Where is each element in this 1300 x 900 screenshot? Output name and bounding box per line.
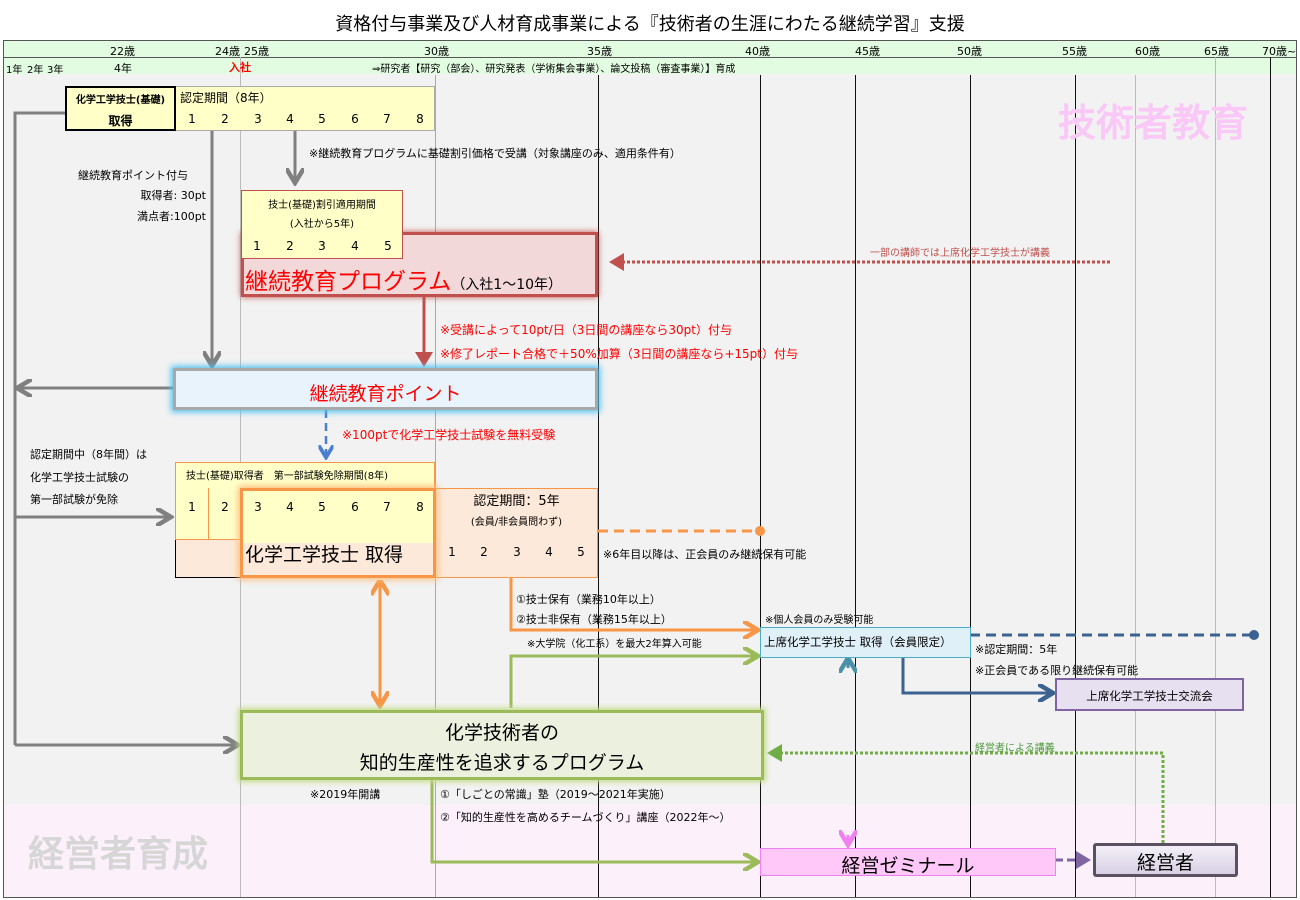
senior-req-1: ①技士保有（業務10年以上） [516, 593, 661, 606]
basic-year: 1 [188, 112, 196, 126]
age-65: 65歳 [1204, 45, 1229, 58]
intellect-opened-note: ※2019年開講 [310, 788, 381, 801]
exempt-year: 7 [383, 500, 391, 514]
continuing-program-title: 継続教育プログラム [245, 269, 452, 295]
engineer-period-label: 認定期間：5年 [473, 494, 560, 509]
senior-renewal-note: ※正会員である限り継続保有可能 [975, 664, 1139, 677]
senior-exchange-box: 上席化学工学技士交流会 [1055, 678, 1244, 711]
age-50: 50歳 [957, 45, 982, 58]
age-35: 35歳 [587, 45, 612, 58]
basic-discount-note: ※継続教育プログラムに基礎割引価格で受講（対象講座のみ、適用条件有） [309, 147, 681, 160]
exempt-period-title: 技士(基礎)取得者 第一部試験免除期間(8年) [186, 471, 388, 482]
engineer-year: 2 [480, 545, 488, 559]
intellect-program-line1: 化学技術者の [444, 722, 559, 744]
points-grant-full: 満点者:100pt [137, 210, 206, 223]
engineer-members-label: (会員/非会員問わず) [470, 517, 563, 528]
intellect-item-1: ①「しごとの常識」塾（2019～2021年実施） [440, 788, 671, 801]
manager-box: 経営者 [1093, 843, 1238, 877]
age-24: 24歳 [215, 45, 240, 58]
age-70: 70歳~ [1262, 45, 1297, 58]
discount-year: 4 [351, 239, 359, 253]
basic-year: 6 [351, 112, 359, 126]
basic-period-label: 認定期間（8年） [180, 91, 272, 105]
age-22: 22歳 [110, 45, 135, 58]
continuing-program-sub: （入社1～10年） [451, 277, 563, 293]
age-55: 55歳 [1062, 45, 1087, 58]
program-note-2: ※修了レポート合格で＋50%加算（3日間の講座なら+15pt）付与 [440, 347, 799, 361]
age-45: 45歳 [855, 45, 880, 58]
discount-year: 5 [384, 239, 392, 253]
senior-engineer-title: 上席化学工学技士 取得（会員限定） [764, 635, 952, 649]
year-3: 3年 [47, 65, 64, 76]
basic-year: 7 [383, 112, 391, 126]
engineer-year: 5 [577, 545, 585, 559]
discount-year: 1 [253, 239, 261, 253]
manager-label: 経営者 [1136, 852, 1194, 874]
year-4: 4年 [114, 62, 132, 75]
lecturer-note: 一部の講師では上席化学工学技士が講義 [870, 248, 1050, 259]
continuing-points-title: 継続教育ポイント [309, 383, 462, 405]
engineer-renewal-note: ※6年目以降は、正会員のみ継続保有可能 [603, 548, 807, 561]
senior-period-note: ※認定期間：5年 [975, 643, 1058, 656]
intellect-program-line2: 知的生産性を追求するプログラム [359, 752, 645, 774]
year-1: 1年 [6, 65, 23, 76]
engineer-year: 4 [545, 545, 553, 559]
exempt-year: 1 [188, 500, 196, 514]
continuing-points-box: 継続教育ポイント [173, 368, 598, 410]
senior-exchange-label: 上席化学工学技士交流会 [1086, 689, 1213, 703]
basic-year: 2 [221, 112, 229, 126]
points-grant-holder: 取得者: 30pt [140, 189, 207, 202]
engineer-education-watermark: 技術者教育 [1058, 101, 1249, 145]
age-40: 40歳 [745, 45, 770, 58]
exempt-year: 4 [286, 500, 294, 514]
basic-year: 4 [286, 112, 294, 126]
senior-engineer-box: 上席化学工学技士 取得（会員限定） [760, 627, 971, 658]
senior-req-2: ②技士非保有（業務15年以上） [516, 613, 672, 626]
discount-period-title: 技士(基礎)割引適用期間 [268, 200, 376, 211]
basic-year: 8 [416, 112, 424, 126]
discount-year: 3 [318, 239, 326, 253]
manager-lecture-note: 経営者による講義 [975, 743, 1055, 754]
individual-member-note: ※個人会員のみ受験可能 [765, 615, 874, 626]
exempt-note-1: 認定期間中（8年間）は [30, 448, 147, 461]
basic-year: 5 [318, 112, 326, 126]
management-seminar-box: 経営ゼミナール [760, 848, 1056, 877]
page-title: 資格付与事業及び人材育成事業による『技術者の生涯にわたる継続学習』支援 [335, 14, 965, 35]
discount-year: 2 [286, 239, 294, 253]
intellect-item-2: ②「知的生産性を高めるチームづくり」講座（2022年～） [440, 811, 731, 824]
age-25: 25歳 [244, 45, 269, 58]
exempt-year: 8 [416, 500, 424, 514]
exempt-note-3: 第一部試験が免除 [30, 493, 118, 506]
age-60: 60歳 [1135, 45, 1160, 58]
basic-year: 3 [254, 112, 262, 126]
exempt-year: 3 [254, 500, 262, 514]
engineer-year: 1 [448, 545, 456, 559]
exempt-year: 2 [221, 500, 229, 514]
points-grant-title: 継続教育ポイント付与 [78, 169, 188, 182]
discount-period-box: 技士(基礎)割引適用期間 (入社から5年) [241, 190, 403, 259]
basic-cert-title: 化学工学技士(基礎) [75, 95, 166, 106]
manager-training-watermark: 経営者育成 [28, 834, 209, 875]
grad-school-note: ※大学院（化工系）を最大2年算入可能 [527, 639, 702, 650]
join-label: 入社 [229, 61, 251, 74]
exempt-note-2: 化学工学技士試験の [30, 471, 129, 484]
age-30: 30歳 [424, 45, 449, 58]
researcher-text: ⇒研究者【研究（部会）、研究発表（学術集会事業）、論文投稿（審査事業）】育成 [372, 64, 736, 75]
engineer-lower-left [175, 540, 245, 578]
year-2: 2年 [27, 65, 44, 76]
intellect-program-box: 化学技術者の 知的生産性を追求するプログラム [240, 710, 764, 780]
exempt-year: 6 [351, 500, 359, 514]
engineer-acquire-box [240, 488, 436, 578]
program-note-1: ※受講によって10pt/日（3日間の講座なら30pt）付与 [440, 323, 732, 337]
engineer-acquire-title: 化学工学技士 取得 [245, 544, 404, 566]
basic-cert-acquire: 取得 [108, 114, 133, 128]
engineer-year: 3 [513, 545, 521, 559]
exempt-year: 5 [318, 500, 326, 514]
basic-cert-box: 化学工学技士(基礎) 取得 [65, 86, 176, 131]
free-exam-note: ※100ptで化学工学技士試験を無料受験 [342, 428, 556, 442]
management-seminar-label: 経営ゼミナール [841, 855, 975, 877]
discount-period-sub: (入社から5年) [289, 219, 355, 230]
basic-period-box [175, 86, 435, 131]
